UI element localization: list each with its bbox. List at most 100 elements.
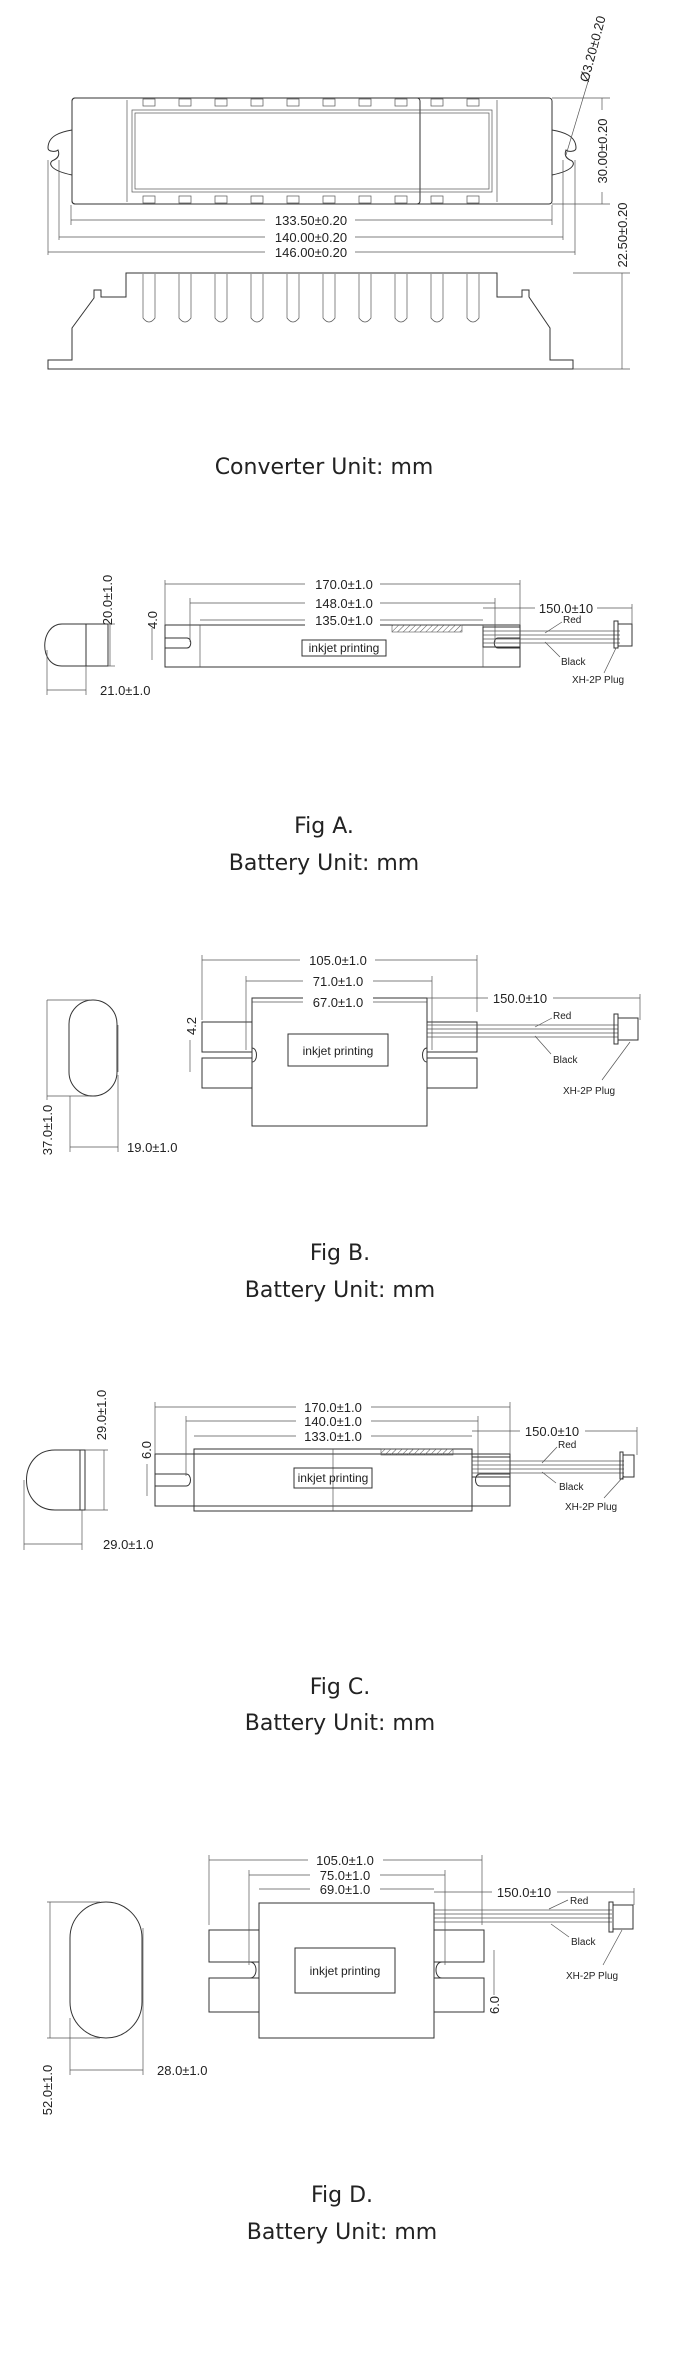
battery-body: [251, 997, 428, 1127]
vent-slot: [286, 195, 300, 204]
mount-tab-br: [433, 1977, 485, 2013]
dim-lead-length: 150.0±10: [493, 991, 547, 1006]
dim-slot: 4.2: [184, 1017, 199, 1035]
print-label-box: [293, 1467, 373, 1489]
dim-hole-diameter: Ø3.20±0.20: [577, 14, 609, 83]
mount-slot-left: [251, 1047, 257, 1063]
cooling-fin: [322, 274, 336, 323]
wire-red-label: Red: [553, 1011, 571, 1022]
mount-slot-right: [422, 1047, 428, 1063]
mount-tab-bl: [201, 1057, 253, 1089]
vent-slot: [322, 195, 336, 204]
battery-side-view: [68, 999, 118, 1097]
dim-d1: 170.0±1.0: [304, 1400, 362, 1415]
dim-d2: 148.0±1.0: [315, 596, 373, 611]
vent-slot: [142, 98, 156, 107]
vent-slot: [286, 98, 300, 107]
print-label: inkjet printing: [298, 1471, 369, 1485]
dim-bg: [535, 600, 597, 616]
dim-d2: 75.0±1.0: [320, 1868, 371, 1883]
wire-leads: [482, 620, 633, 649]
fig-title: Fig B.: [310, 1241, 370, 1266]
dim-d2: 140.0±1.0: [304, 1414, 362, 1429]
vent-slot: [178, 195, 192, 204]
converter-top-view: [47, 97, 577, 205]
vent-slot: [430, 195, 444, 204]
hole-leader: [565, 74, 591, 156]
fig-caption: Battery Unit: mm: [245, 1278, 435, 1303]
mount-slot-left: [249, 1961, 257, 1979]
leader: [603, 1475, 625, 1499]
fig-caption: Battery Unit: mm: [247, 2220, 437, 2245]
wire-leads: [427, 1013, 639, 1045]
dim-d1: 170.0±1.0: [315, 577, 373, 592]
dim-d1: 105.0±1.0: [316, 1853, 374, 1868]
print-label: inkjet printing: [303, 1044, 374, 1058]
wire-black-label: Black: [553, 1055, 578, 1066]
dim-bg: [300, 952, 375, 968]
dim-bg: [310, 1867, 380, 1883]
dim-depth: 22.50±0.20: [615, 203, 630, 268]
dim-bg: [594, 110, 610, 192]
cooling-fin: [214, 274, 228, 323]
hatched-label-area: [391, 624, 463, 633]
plug-label: XH-2P Plug: [565, 1502, 617, 1513]
plug-label: XH-2P Plug: [566, 1971, 618, 1982]
mount-tab-bl: [208, 1977, 260, 2013]
mount-slot-right: [435, 1961, 443, 1979]
dim-d3: 133.0±1.0: [304, 1429, 362, 1444]
dim-bg: [265, 244, 355, 260]
dim-bg: [305, 576, 380, 592]
fig-title: Fig A.: [294, 814, 354, 839]
dim-bg: [303, 973, 373, 989]
xh-2p-plug: [622, 1454, 635, 1478]
dim-bg: [265, 212, 355, 228]
dim-bg: [305, 595, 380, 611]
leader: [602, 1929, 623, 1966]
dim-height: 30.00±0.20: [595, 119, 610, 184]
leader: [550, 1923, 570, 1938]
fig-title: Fig D.: [311, 2183, 373, 2208]
wire-black-label: Black: [559, 1482, 584, 1493]
vent-slots-bottom: [142, 195, 480, 204]
print-label-box: [301, 639, 387, 657]
cooling-fin: [142, 274, 156, 323]
vent-slot: [466, 98, 480, 107]
wire-black-label: Black: [561, 657, 586, 668]
dim-lead-length: 150.0±10: [525, 1424, 579, 1439]
wire-black-label: Black: [571, 1937, 596, 1948]
mount-slot-right: [475, 1473, 510, 1487]
dim-slot: 4.0: [145, 611, 160, 629]
leader: [541, 1446, 558, 1464]
dim-side-height: 52.0±1.0: [40, 2065, 55, 2116]
dim-side-height: 20.0±1.0: [100, 575, 115, 626]
dim-bg: [488, 990, 553, 1006]
cooling-fin: [394, 274, 408, 323]
vent-slot: [250, 195, 264, 204]
cooling-fin: [358, 274, 372, 323]
vent-slot: [214, 98, 228, 107]
vent-slot: [394, 195, 408, 204]
dim-side-width: 21.0±1.0: [100, 683, 151, 698]
vent-slot: [142, 195, 156, 204]
dim-side-width: 19.0±1.0: [127, 1140, 178, 1155]
dim-total-length: 146.00±0.20: [275, 245, 347, 260]
dim-bg: [296, 1399, 371, 1415]
converter-side-view: [47, 272, 574, 370]
wire-red-label: Red: [563, 615, 581, 626]
dim-d3: 69.0±1.0: [320, 1882, 371, 1897]
mounting-ear-left: [47, 129, 73, 176]
dim-bg: [520, 1423, 585, 1439]
leader: [544, 621, 563, 634]
vent-slot: [322, 98, 336, 107]
dim-d2: 71.0±1.0: [313, 974, 364, 989]
battery-body: [258, 1902, 435, 2039]
dim-side-width: 29.0±1.0: [103, 1537, 154, 1552]
mount-tab-br: [426, 1057, 478, 1089]
dim-d3: 135.0±1.0: [315, 613, 373, 628]
cooling-fins: [142, 274, 480, 323]
converter-side-outline: [47, 272, 574, 370]
mount-tab-tl: [208, 1929, 260, 1963]
fig-d-drawing: 52.0±1.0 28.0±1.0 inkjet printing 105.0±…: [40, 1852, 635, 2245]
